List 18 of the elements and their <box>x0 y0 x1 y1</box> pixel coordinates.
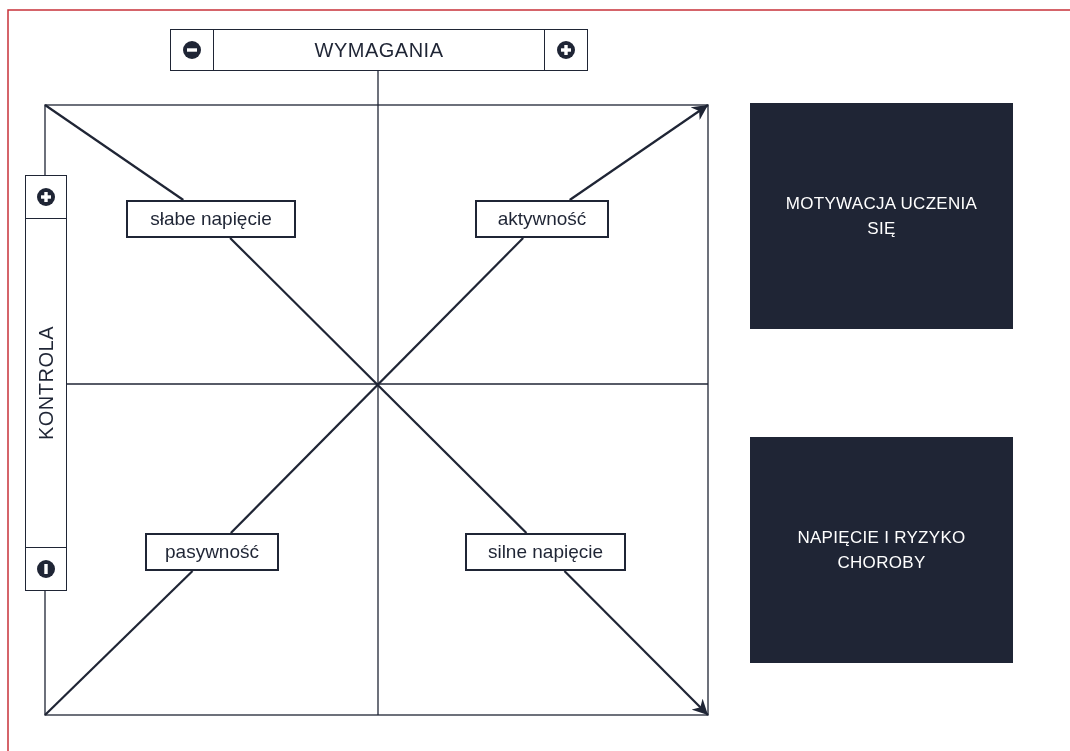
quadrant-label: silne napięcie <box>487 541 604 563</box>
quadrant-label: aktywność <box>497 208 587 230</box>
quadrant-label: pasywność <box>165 541 259 563</box>
label-box <box>126 200 296 238</box>
category-box <box>750 103 1013 329</box>
category-box <box>750 437 1013 663</box>
label-box <box>475 200 609 238</box>
label-box <box>465 533 626 571</box>
quadrant-label: słabe napięcie <box>150 208 272 230</box>
arrow <box>569 104 709 201</box>
label-box <box>145 533 279 571</box>
axis-title: KONTROLA <box>34 326 58 440</box>
axis-bar <box>25 175 67 591</box>
category-text: MOTYWACJA UCZENIA SIĘ <box>784 192 979 240</box>
axis-title: WYMAGANIA <box>314 38 444 62</box>
category-text: NAPIĘCIE I RYZYKO CHOROBY <box>796 526 967 574</box>
arrow <box>563 570 709 716</box>
axis-bar <box>170 29 588 71</box>
